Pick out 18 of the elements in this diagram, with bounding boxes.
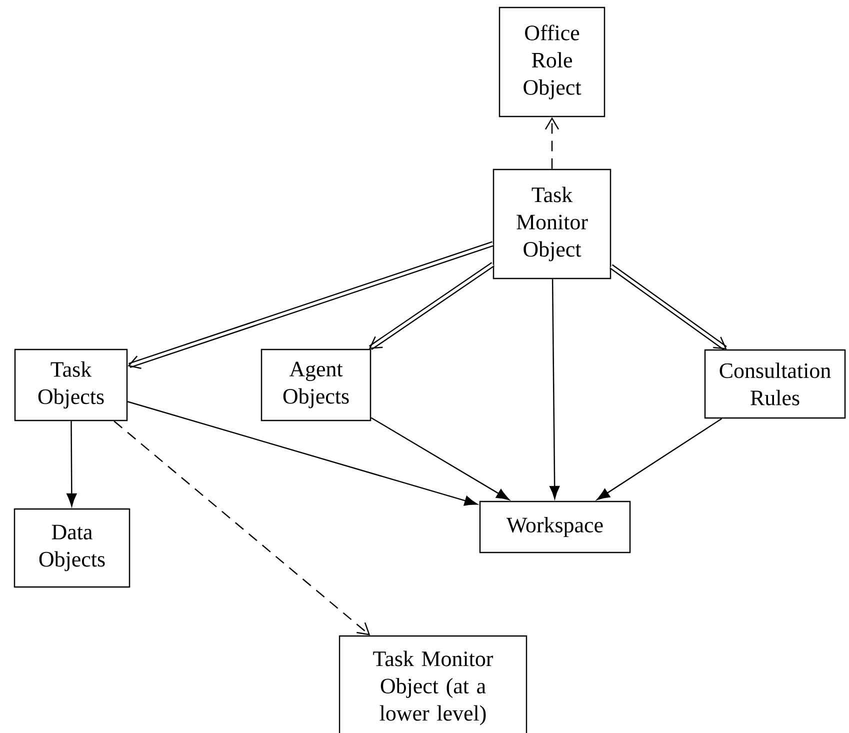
object-box: Consultation Rules <box>704 349 846 419</box>
object-box: Office Role Object <box>498 6 606 118</box>
arrow <box>114 420 370 636</box>
arrow <box>544 117 560 169</box>
object-box: Task Objects <box>14 348 128 422</box>
arrow <box>368 262 494 350</box>
object-box: Data Objects <box>14 508 130 588</box>
arrow <box>596 418 722 500</box>
arrow <box>128 241 494 369</box>
arrow <box>66 421 77 506</box>
arrow <box>550 279 560 499</box>
arrow <box>610 264 727 350</box>
object-box: Workspace <box>479 500 631 554</box>
object-box: Task Monitor Object <box>492 168 612 280</box>
arrow <box>370 417 510 500</box>
arrow <box>127 401 478 506</box>
object-box: Agent Objects <box>260 348 372 422</box>
object-box: Task Monitor Object (at a lower level) <box>338 635 528 733</box>
